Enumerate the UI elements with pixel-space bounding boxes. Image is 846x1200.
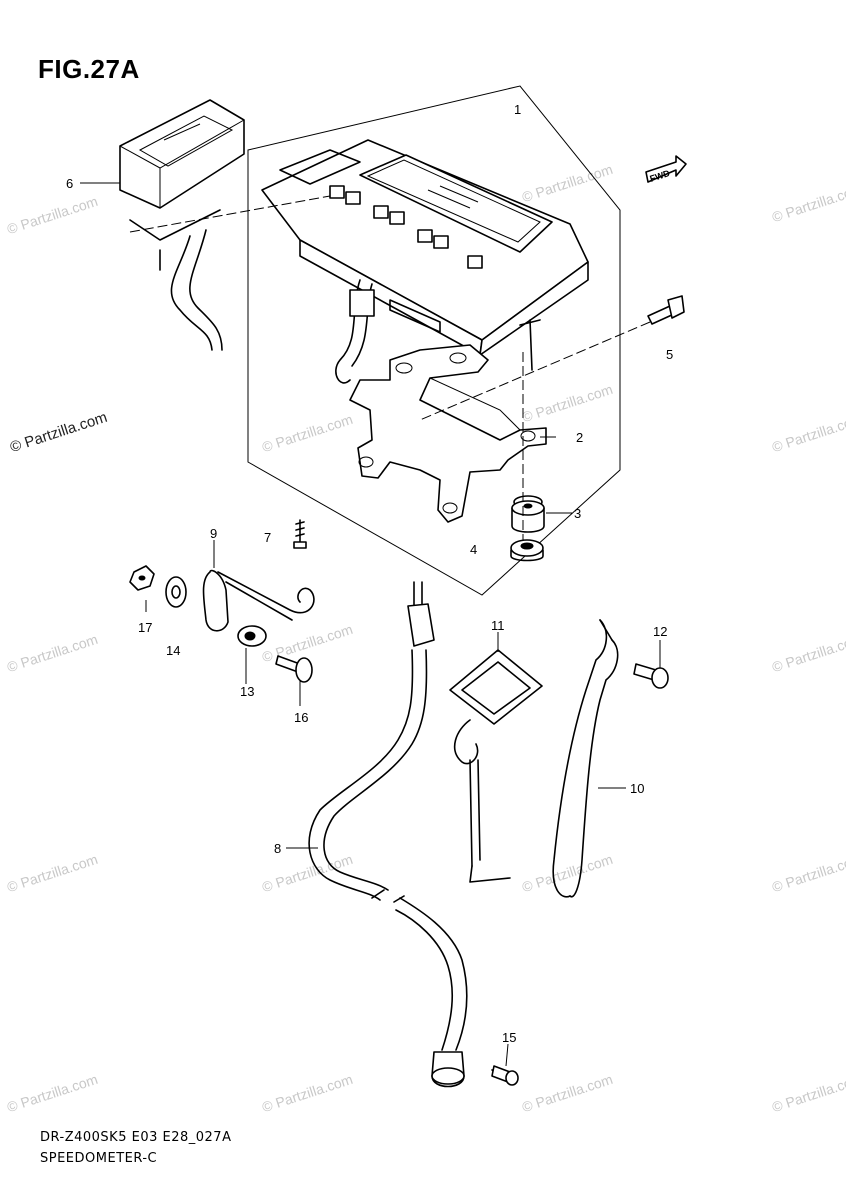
mounting-bracket-icon bbox=[349, 344, 547, 523]
bolt-16-icon bbox=[275, 655, 313, 683]
footer-section-name: SPEEDOMETER-C bbox=[40, 1151, 158, 1166]
callout-11: 11 bbox=[491, 618, 505, 633]
leader-lines bbox=[80, 182, 661, 1067]
speedometer-cable-icon bbox=[308, 581, 468, 1088]
callout-8: 8 bbox=[274, 841, 282, 856]
callout-5: 5 bbox=[666, 347, 674, 362]
callout-17: 17 bbox=[138, 620, 153, 635]
wire-clamp-9-icon bbox=[202, 569, 315, 632]
washer-14-icon bbox=[165, 576, 187, 608]
screw-15-icon bbox=[491, 1065, 519, 1086]
callout-2: 2 bbox=[576, 430, 584, 445]
callout-10: 10 bbox=[630, 781, 645, 796]
bolt-5-icon bbox=[647, 295, 685, 325]
speedometer-assembly-icon bbox=[261, 139, 589, 384]
spacer-washer-icon bbox=[510, 539, 544, 562]
wire-clamp-10-icon bbox=[552, 619, 619, 898]
callout-4: 4 bbox=[470, 542, 478, 557]
meter-buttons-icon bbox=[329, 185, 483, 269]
nut-17-icon bbox=[129, 565, 155, 591]
washer-13-icon bbox=[237, 625, 267, 647]
screw-7-icon bbox=[293, 519, 307, 549]
assembly-outline bbox=[247, 85, 621, 596]
callout-12: 12 bbox=[653, 624, 668, 639]
figure-title: FIG.27A bbox=[38, 54, 140, 84]
callout-15: 15 bbox=[502, 1030, 517, 1045]
footer-model-code: DR-Z400SK5 E03 E28_027A bbox=[40, 1130, 232, 1145]
meter-cover-icon bbox=[119, 99, 245, 351]
callout-6: 6 bbox=[66, 176, 74, 191]
cable-guide-11-icon bbox=[449, 649, 543, 883]
front-arrow-icon: FWD bbox=[645, 155, 687, 184]
callout-13: 13 bbox=[240, 684, 255, 699]
callout-14: 14 bbox=[166, 643, 181, 658]
bolt-12-icon bbox=[633, 663, 669, 689]
callout-1: 1 bbox=[514, 102, 522, 117]
callout-3: 3 bbox=[574, 506, 582, 521]
rubber-grommet-icon bbox=[511, 495, 545, 533]
callout-9: 9 bbox=[210, 526, 218, 541]
callout-16: 16 bbox=[294, 710, 309, 725]
callout-7: 7 bbox=[264, 530, 272, 545]
